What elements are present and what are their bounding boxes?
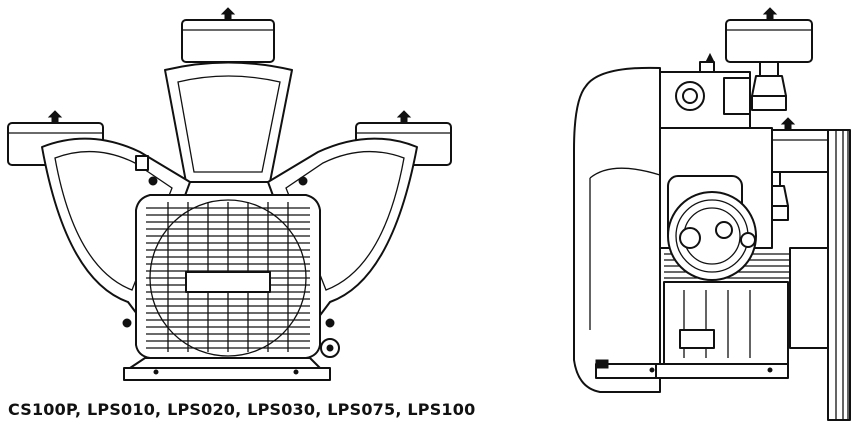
side-top-filter-icon <box>725 7 813 111</box>
side-cylinder-icon <box>659 52 790 281</box>
side-shroud-icon <box>573 66 661 393</box>
pulley-icon <box>789 129 851 421</box>
crankcase-base-icon <box>123 338 340 381</box>
center-cylinder-icon <box>164 61 293 183</box>
model-caption: CS100P, LPS010, LPS020, LPS030, LPS075, … <box>8 400 476 419</box>
side-crankcase-icon <box>595 281 789 379</box>
fan-guard-icon <box>135 194 321 359</box>
side-lower-filter-icon <box>741 117 833 221</box>
compressor-front-view <box>7 7 452 381</box>
